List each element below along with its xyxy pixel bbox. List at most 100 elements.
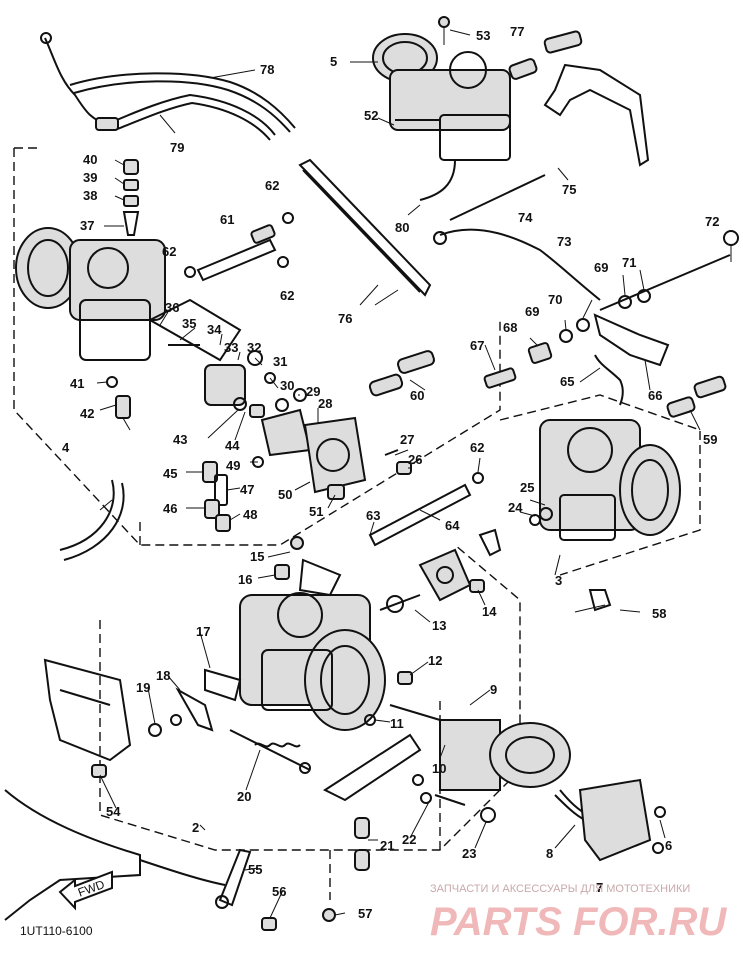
- callout-28: 28: [318, 396, 332, 411]
- callout-47: 47: [240, 482, 254, 497]
- callout-62-d: 62: [470, 440, 484, 455]
- throttle-cables: [40, 32, 296, 141]
- callout-42: 42: [80, 406, 94, 421]
- callout-32: 32: [247, 340, 261, 355]
- callout-44: 44: [225, 438, 240, 453]
- callout-24: 24: [508, 500, 523, 515]
- watermark: ЗАПЧАСТИ И АКСЕССУАРЫ ДЛЯ МОТОТЕХНИКИ PA…: [430, 883, 727, 944]
- callout-11: 11: [390, 716, 404, 731]
- callout-6: 6: [665, 838, 672, 853]
- linkage-right: [483, 289, 670, 406]
- throttle-stop-group: [175, 668, 311, 774]
- callout-57: 57: [358, 906, 372, 921]
- callout-63: 64: [445, 518, 460, 533]
- callout-62-a: 62: [265, 178, 279, 193]
- callout-79: 80: [395, 220, 409, 235]
- callout-33: 33: [224, 340, 238, 355]
- rods: [368, 350, 727, 547]
- cover-group-center: [260, 388, 412, 500]
- carburetor-bottom: [239, 536, 386, 731]
- callout-8: 8: [546, 846, 553, 861]
- drain-hose: [59, 376, 131, 561]
- callout-67: 68: [503, 320, 517, 335]
- callout-78: 79: [170, 140, 184, 155]
- callout-68: 69: [525, 304, 539, 319]
- callout-62-b: 62: [162, 244, 176, 259]
- callout-7: 7: [596, 880, 603, 895]
- shaft-61: [184, 212, 294, 282]
- callout-69-a: 69: [594, 260, 608, 275]
- callout-56: 56: [272, 884, 286, 899]
- callout-31: 31: [273, 354, 287, 369]
- callout-38: 38: [83, 188, 97, 203]
- linkage-rods: [433, 174, 739, 311]
- callout-60: 60: [410, 388, 424, 403]
- callout-49: 49: [226, 458, 240, 473]
- callout-17: 17: [196, 624, 210, 639]
- callout-35: 35: [182, 316, 196, 331]
- callout-54: 54: [106, 804, 121, 819]
- callout-20: 20: [237, 789, 251, 804]
- callout-50: 50: [278, 487, 292, 502]
- carburetor-top: [372, 16, 511, 201]
- frame-bottom: [4, 789, 226, 921]
- callout-4: 4: [62, 440, 70, 455]
- callout-18: 18: [156, 668, 170, 683]
- callout-15: 15: [250, 549, 264, 564]
- callout-25: 25: [520, 480, 534, 495]
- leader-lines: [96, 29, 701, 919]
- piston-group: [439, 719, 666, 862]
- callout-26: 26: [408, 452, 422, 467]
- callout-58: 58: [652, 606, 666, 621]
- callout-22: 22: [402, 832, 416, 847]
- callout-73: 74: [518, 210, 533, 225]
- callout-23: 23: [462, 846, 476, 861]
- callout-12: 12: [428, 653, 442, 668]
- callout-48: 48: [243, 507, 257, 522]
- callout-69-b: 70: [548, 292, 562, 307]
- cover-13: [379, 528, 502, 613]
- callout-10: 10: [432, 761, 446, 776]
- callout-65: 66: [648, 388, 662, 403]
- callout-66: 67: [470, 338, 484, 353]
- callout-64: 65: [560, 374, 574, 389]
- callout-13: 13: [432, 618, 446, 633]
- callout-21: 21: [380, 838, 394, 853]
- callout-36: 36: [165, 300, 179, 315]
- callout-39: 39: [83, 170, 97, 185]
- bracket-top-right: [508, 30, 650, 167]
- callout-70: 71: [622, 255, 636, 270]
- callout-labels: 2 3 4 5 6 7 8 9 10 11 12 13 14 15 16 17 …: [62, 24, 719, 921]
- callout-51: 51: [309, 504, 323, 519]
- callout-62-e: 63: [366, 508, 380, 523]
- callout-9: 9: [490, 682, 497, 697]
- callout-41: 41: [70, 376, 84, 391]
- callout-61: 61: [220, 212, 234, 227]
- callout-3: 3: [555, 573, 562, 588]
- callout-52: 52: [364, 108, 378, 123]
- callout-27: 27: [400, 432, 414, 447]
- callout-46: 46: [163, 501, 177, 516]
- callout-34: 34: [207, 322, 222, 337]
- callout-19: 19: [136, 680, 150, 695]
- callout-71: 72: [705, 214, 719, 229]
- bracket-bottom-left: [43, 658, 182, 778]
- watermark-line1: ЗАПЧАСТИ И АКСЕССУАРЫ ДЛЯ МОТОТЕХНИКИ: [430, 883, 690, 895]
- callout-37: 37: [80, 218, 94, 233]
- callout-2: 2: [192, 820, 199, 835]
- drawing-code: 1UT110-6100: [20, 924, 93, 938]
- watermark-line2: PARTS FOR.RU: [430, 900, 727, 944]
- lever-11: [322, 671, 441, 802]
- callout-40: 40: [83, 152, 97, 167]
- callout-59: 59: [703, 432, 717, 447]
- callout-14: 14: [482, 604, 497, 619]
- jets-group: [202, 456, 264, 532]
- callout-55: 55: [248, 862, 262, 877]
- callout-45: 45: [163, 466, 177, 481]
- small-parts-bottom: [354, 774, 496, 871]
- callout-75: 76: [338, 311, 352, 326]
- carburetor-right: [529, 419, 681, 612]
- callout-76: 77: [510, 24, 524, 39]
- callout-30: 30: [280, 378, 294, 393]
